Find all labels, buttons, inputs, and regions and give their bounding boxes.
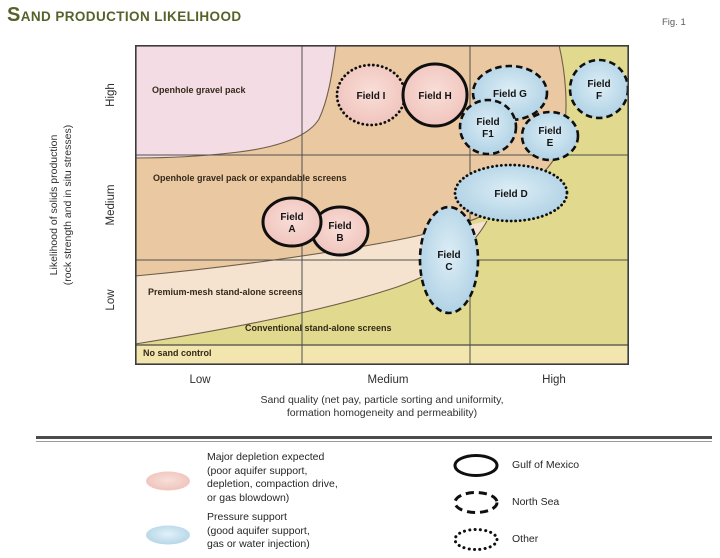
field-label-field-f1: F1	[482, 129, 494, 140]
field-label-field-e: Field	[538, 126, 561, 137]
field-label-field-c: C	[445, 262, 452, 273]
y-tick-high: High	[105, 83, 117, 107]
x-tick-high: High	[542, 374, 566, 386]
legend-line: (good aquifer support,	[207, 524, 310, 537]
legend-line: depletion, compaction drive,	[207, 478, 338, 491]
y-tick-medium: Medium	[105, 184, 117, 226]
region-label-no-sand-control: No sand control	[143, 348, 212, 358]
region-premium-mesh-stand-alone-screens	[135, 221, 487, 344]
north-sea-label: North Sea	[512, 496, 560, 508]
field-label-field-g: Field G	[493, 89, 527, 100]
x-axis-label-line1: Sand quality (net pay, particle sorting …	[260, 394, 504, 406]
region-label-conventional-stand-alone-screens: Conventional stand-alone screens	[245, 323, 392, 333]
separator-line-light	[36, 441, 712, 442]
gulf-of-mexico-label: Gulf of Mexico	[512, 459, 580, 471]
legend-line: or gas blowdown)	[207, 491, 290, 504]
north-sea-outline-icon	[453, 491, 499, 514]
field-label-field-b: B	[336, 233, 343, 244]
plot-border	[135, 45, 629, 365]
gulf-of-mexico-outline-icon	[453, 454, 499, 477]
y-axis-label-line1: Likelihood of solids production	[48, 134, 60, 276]
legend-line: gas or water injection)	[207, 538, 310, 551]
field-ellipse-field-f1	[458, 98, 518, 156]
x-tick-low: Low	[189, 374, 211, 386]
major-depletion-legend: Major depletion expected (poor aquifer s…	[207, 451, 338, 505]
region-no-sand-control	[135, 345, 629, 365]
field-label-field-a: A	[288, 224, 295, 235]
y-tick-low: Low	[105, 289, 117, 311]
other-label: Other	[512, 533, 539, 545]
separator-line	[36, 436, 712, 439]
field-label-field-c: Field	[437, 250, 460, 261]
field-field-i: Field I	[335, 63, 407, 127]
field-label-field-a: Field	[280, 212, 303, 223]
region-label-openhole-gravel-pack: Openhole gravel pack	[152, 85, 247, 95]
field-field-h: Field H	[401, 62, 469, 128]
region-label-openhole-gravel-pack-or-expandable-screens: Openhole gravel pack or expandable scree…	[153, 173, 347, 183]
field-ellipse-field-d	[453, 163, 569, 223]
page-title: Sand production likelihood	[7, 4, 242, 26]
y-axis-label-line2: (rock strength and in situ stresses)	[61, 124, 74, 286]
x-axis-label-line2: formation homogeneity and permeability)	[286, 407, 478, 419]
region-label-premium-mesh-stand-alone-screens: Premium-mesh stand-alone screens	[148, 287, 303, 297]
legend-line: Major depletion expected	[207, 451, 325, 463]
field-label-field-d: Field D	[494, 189, 527, 200]
field-ellipse-field-h	[401, 62, 469, 128]
field-label-field-h: Field H	[418, 91, 451, 102]
field-label-field-i: Field I	[357, 91, 386, 102]
y-axis-label: Likelihood of solids production (rock st…	[48, 44, 76, 366]
legend-line: Pressure support	[207, 511, 287, 523]
field-ellipse-field-c	[418, 205, 480, 315]
x-tick-medium: Medium	[367, 374, 409, 386]
field-field-d: Field D	[453, 163, 569, 223]
major-depletion-swatch-icon	[146, 471, 190, 491]
pressure-support-legend: Pressure support (good aquifer support, …	[207, 511, 310, 552]
field-label-field-f: F	[596, 91, 602, 102]
field-label-field-e: E	[547, 138, 554, 149]
field-label-field-f: Field	[587, 79, 610, 90]
other-outline-icon	[453, 528, 499, 551]
pressure-support-swatch-icon	[146, 525, 190, 545]
legend-line: (poor aquifer support,	[207, 464, 308, 477]
field-label-field-b: Field	[328, 221, 351, 232]
field-ellipse-field-e	[520, 110, 580, 162]
figure-number: Fig. 1	[662, 17, 686, 28]
field-ellipse-field-a	[261, 196, 323, 248]
region-openhole-gravel-pack	[135, 45, 336, 158]
field-label-field-f1: Field	[476, 117, 499, 128]
